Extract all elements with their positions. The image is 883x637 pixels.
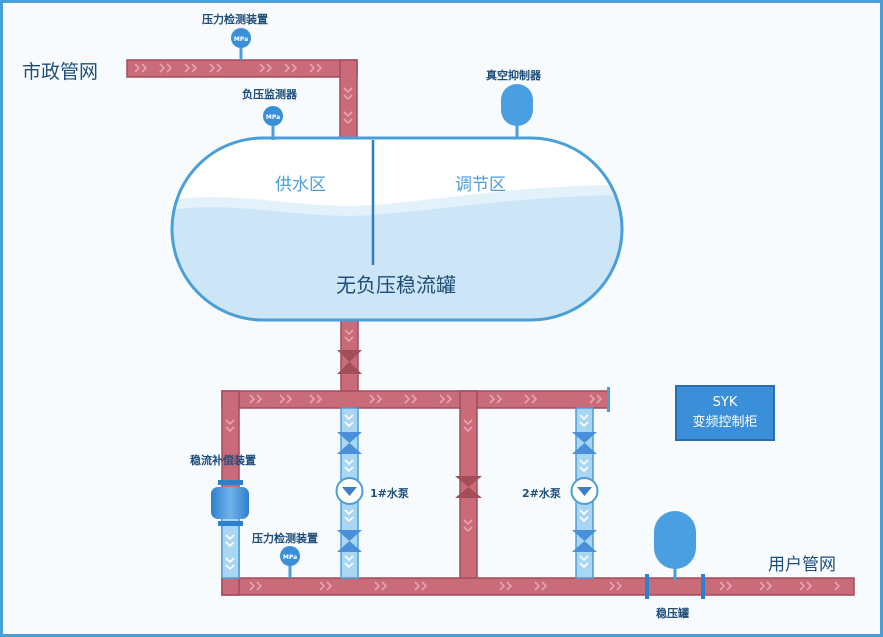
pressure-gauge-top-icon: MPa	[231, 28, 251, 60]
svg-text:MPa: MPa	[283, 554, 297, 561]
stabilizer-tank-icon	[645, 511, 705, 599]
neg-pressure-gauge-icon: MPa	[263, 106, 283, 140]
pump1-icon[interactable]	[335, 477, 364, 505]
compensation-device-icon	[211, 480, 249, 526]
adjust-zone-label: 调节区	[455, 175, 506, 195]
pump2-icon[interactable]	[570, 477, 599, 505]
compensation-device-label: 稳流补偿装置	[190, 454, 256, 467]
pressure-detection-top-label: 压力检测装置	[202, 13, 268, 26]
pump1-label: 1#水泵	[370, 487, 409, 500]
valve-outlet[interactable]	[337, 350, 362, 374]
valve-pump1-lower[interactable]	[337, 530, 362, 552]
vacuum-suppressor-label: 真空抑制器	[486, 69, 541, 82]
valve-pump1-upper[interactable]	[337, 432, 362, 454]
flow-arrows	[134, 63, 841, 591]
control-cabinet-model: SYK	[712, 395, 738, 410]
vfd-control-cabinet[interactable]: SYK 变频控制柜	[675, 385, 775, 441]
neg-pressure-monitor-label: 负压监测器	[242, 88, 297, 101]
supply-zone-label: 供水区	[275, 175, 326, 195]
valve-pump2-upper[interactable]	[572, 432, 597, 454]
pump2-label: 2#水泵	[522, 487, 561, 500]
valve-bypass[interactable]	[455, 476, 482, 498]
tank-label: 无负压稳流罐	[336, 273, 456, 297]
vacuum-suppressor-icon	[501, 84, 533, 138]
svg-text:MPa: MPa	[266, 114, 280, 121]
user-network-label: 用户管网	[768, 555, 836, 575]
stabilizer-tank-label: 稳压罐	[656, 607, 689, 620]
svg-text:MPa: MPa	[234, 36, 248, 43]
valve-pump2-lower[interactable]	[572, 530, 597, 552]
blue-flow-arrows	[225, 414, 589, 571]
steady-flow-tank	[170, 136, 624, 322]
control-cabinet-name: 变频控制柜	[692, 415, 758, 430]
pressure-gauge-bottom-icon: MPa	[280, 546, 300, 578]
municipal-network-label: 市政管网	[22, 61, 99, 83]
pressure-detection-bottom-label: 压力检测装置	[252, 532, 318, 545]
